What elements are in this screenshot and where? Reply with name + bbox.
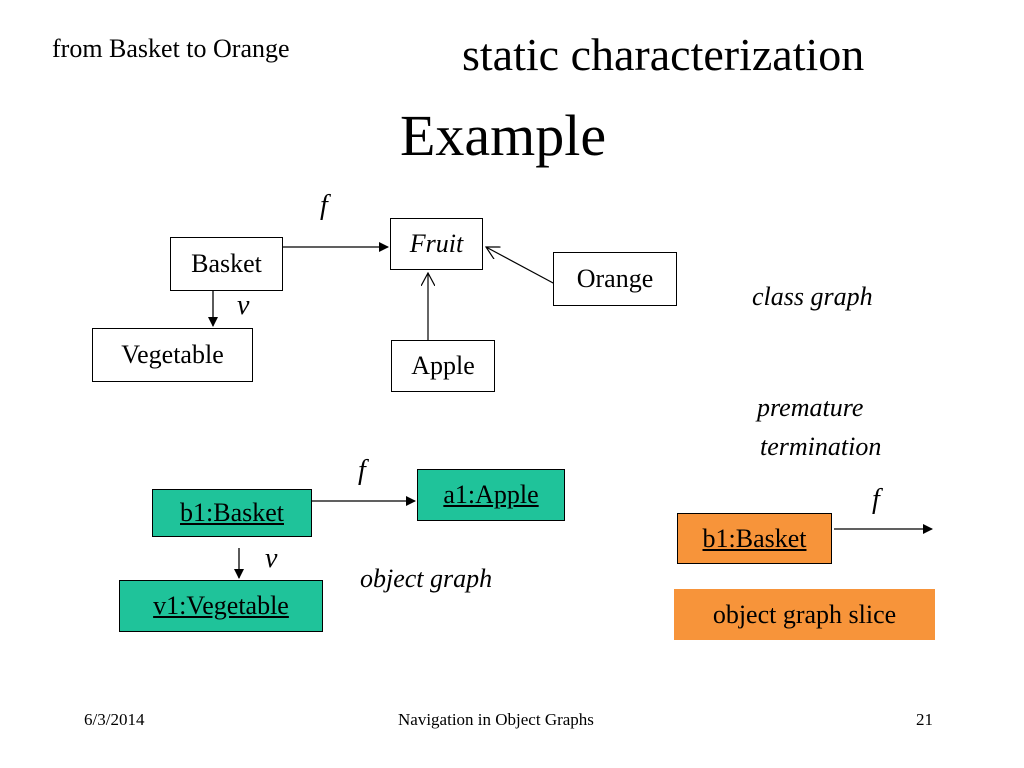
footer-date: 6/3/2014	[84, 710, 145, 729]
note-line-2: termination	[760, 432, 882, 461]
subtitle-right: static characterization	[462, 29, 865, 80]
slide-title: Example	[400, 103, 607, 168]
slice-caption: object graph slice	[674, 589, 935, 640]
slice-edge-label-f: f	[872, 484, 880, 515]
object-node-b1: b1:Basket	[152, 489, 312, 537]
footer-page-number: 21	[916, 710, 933, 729]
edge-label-v: v	[237, 290, 250, 321]
node-fruit: Fruit	[390, 218, 483, 270]
object-graph-caption: object graph	[360, 564, 493, 593]
note-line-1: premature	[757, 393, 864, 422]
object-node-a1-label: a1:Apple	[443, 480, 539, 509]
slice-node-b1: b1:Basket	[677, 513, 832, 564]
node-apple: Apple	[391, 340, 495, 392]
class-graph-caption: class graph	[752, 282, 873, 311]
node-vegetable: Vegetable	[92, 328, 253, 382]
object-node-v1-label: v1:Vegetable	[153, 591, 289, 620]
object-node-a1: a1:Apple	[417, 469, 565, 521]
edge-orange-fruit	[486, 247, 556, 285]
object-node-b1-label: b1:Basket	[180, 498, 284, 527]
node-orange: Orange	[553, 252, 677, 306]
object-edge-label-v: v	[265, 543, 278, 574]
footer-title: Navigation in Object Graphs	[398, 710, 594, 729]
object-edge-label-f: f	[358, 455, 366, 486]
edge-label-f: f	[320, 190, 328, 221]
object-node-v1: v1:Vegetable	[119, 580, 323, 632]
node-basket: Basket	[170, 237, 283, 291]
subtitle-left: from Basket to Orange	[52, 34, 290, 63]
slice-node-b1-label: b1:Basket	[702, 523, 807, 553]
